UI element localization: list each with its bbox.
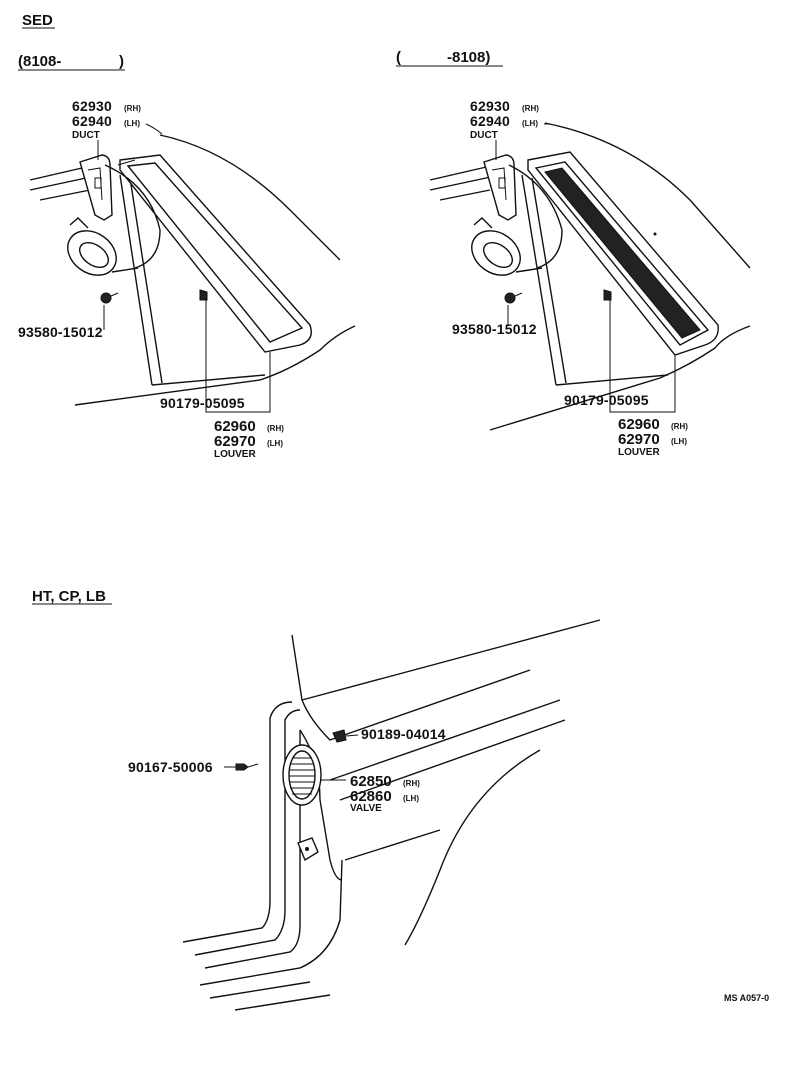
screw-number-left: 93580-15012 <box>18 324 103 340</box>
range-label-right: -8108) <box>447 49 490 66</box>
louver-name-left: LOUVER <box>214 449 256 460</box>
duct-rh-suffix-left: (RH) <box>124 104 141 113</box>
range-label-left: (8108- <box>18 53 61 70</box>
duct-rh-number-left: 62930 <box>72 98 112 114</box>
leader-clip-louver-left <box>205 300 271 413</box>
louver-lh-suffix-right: (LH) <box>671 437 687 446</box>
valve-lh-suffix: (LH) <box>403 794 419 803</box>
louver-lh-suffix-left: (LH) <box>267 439 283 448</box>
duct-name-right: DUCT <box>470 130 498 141</box>
range-open-right: ( <box>396 49 401 66</box>
louver-rh-number-right: 62960 <box>618 416 660 433</box>
sed-right-drawing <box>429 122 751 431</box>
duct-lh-suffix-left: (LH) <box>124 119 140 128</box>
clip-number-ht: 90189-04014 <box>361 726 446 742</box>
louver-lh-number-right: 62970 <box>618 431 660 448</box>
screw-number-ht: 90167-50006 <box>128 759 213 775</box>
duct-lh-number-left: 62940 <box>72 113 112 129</box>
valve-slats <box>289 757 315 795</box>
section-title-ht: HT, CP, LB <box>32 588 106 605</box>
louver-name-right: LOUVER <box>618 447 660 458</box>
duct-lh-suffix-right: (LH) <box>522 119 538 128</box>
ht-drawing <box>182 619 601 1011</box>
range-close-left: ) <box>119 53 124 70</box>
louver-rh-number-left: 62960 <box>214 418 256 435</box>
clip-number-left: 90179-05095 <box>160 395 245 411</box>
leader-clip-ht <box>345 734 359 737</box>
valve-lh-number: 62860 <box>350 788 392 805</box>
duct-name-left: DUCT <box>72 130 100 141</box>
louver-lh-number-left: 62970 <box>214 433 256 450</box>
duct-rh-suffix-right: (RH) <box>522 104 539 113</box>
leader-duct-lh-left <box>145 123 163 135</box>
screw-number-right: 93580-15012 <box>452 321 537 337</box>
louver-rh-suffix-left: (RH) <box>267 424 284 433</box>
drawing-code: MS A057-0 <box>724 993 769 1003</box>
valve-rh-suffix: (RH) <box>403 779 420 788</box>
louver-rh-suffix-right: (RH) <box>671 422 688 431</box>
duct-lh-number-right: 62940 <box>470 113 510 129</box>
leader-clip-louver-right <box>609 300 676 413</box>
clip-number-right: 90179-05095 <box>564 392 649 408</box>
sed-left-drawing <box>29 134 356 406</box>
valve-name: VALVE <box>350 803 382 814</box>
duct-rh-number-right: 62930 <box>470 98 510 114</box>
section-title-sed: SED <box>22 12 53 29</box>
valve-rh-number: 62850 <box>350 773 392 790</box>
